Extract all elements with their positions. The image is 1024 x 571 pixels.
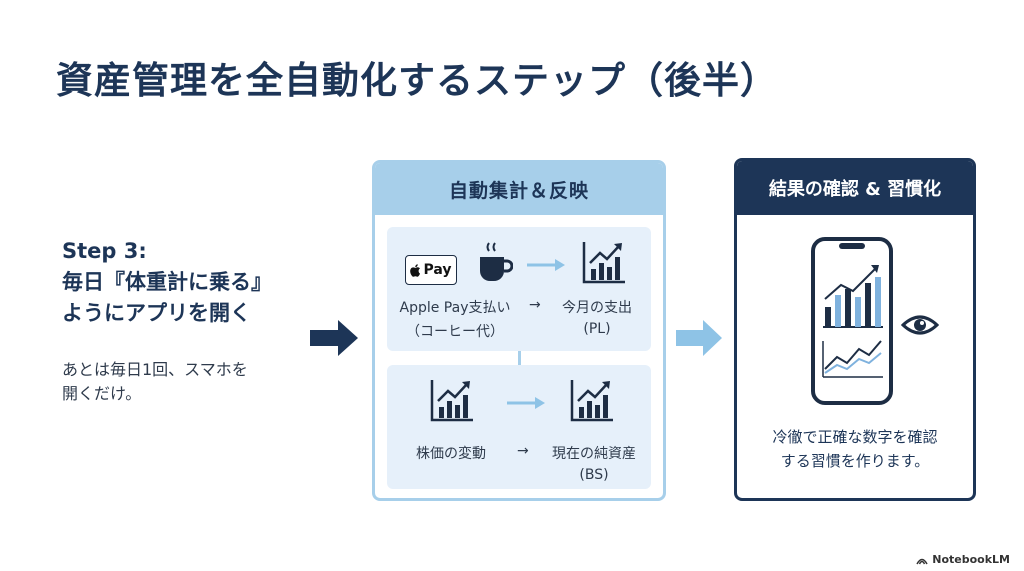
monthly-expense-label: 今月の支出: [562, 300, 632, 316]
smartphone-icon: [811, 237, 893, 405]
step-heading-line1: Step 3:: [62, 239, 147, 263]
flow-arrow-light-large-icon: [676, 320, 722, 356]
result-description: 冷徹で正確な数字を確認 する習慣を作ります。: [737, 425, 973, 473]
result-habit-box: 結果の確認 & 習慣化 冷徹で正確な数字を確認 する習慣を作ります。: [734, 158, 976, 501]
step-heading-line3: ようにアプリを開く: [62, 301, 251, 325]
net-assets-label: 現在の純資産: [552, 446, 636, 462]
net-assets-target: 現在の純資産 (BS): [539, 443, 649, 483]
apple-pay-source: Apple Pay支払い （コーヒー代）: [393, 297, 517, 341]
step-description: あとは毎日1回、スマホを 開くだけ。: [62, 358, 248, 406]
brand-label: NotebookLM: [932, 553, 1010, 566]
row2-arrow-text: →: [517, 443, 529, 459]
flow-arrow-dark-icon: [310, 320, 358, 356]
stock-price-label: 株価の変動: [416, 446, 486, 462]
page-title: 資産管理を全自動化するステップ（後半）: [56, 59, 778, 102]
flow-arrow-light-icon: [507, 397, 545, 409]
brand-watermark: NotebookLM: [916, 553, 1010, 566]
row1-arrow-text: →: [529, 297, 541, 313]
apple-pay-panel: Pay Apple Pay支払い （コーヒー代） →: [387, 227, 651, 351]
coffee-label: （コーヒー代）: [406, 324, 504, 340]
stock-price-panel: 株価の変動 → 現在の純資産 (BS): [387, 365, 651, 489]
notebooklm-logo-icon: [916, 558, 928, 564]
chart-growth-icon: [582, 242, 625, 284]
result-box-header: 結果の確認 & 習慣化: [737, 161, 973, 215]
eye-icon: [901, 315, 939, 335]
chart-growth-icon: [570, 380, 613, 422]
bs-label: (BS): [579, 467, 609, 483]
apple-pay-badge: Pay: [405, 255, 457, 285]
apple-logo-icon: [410, 263, 421, 277]
step-heading-line2: 毎日『体重計に乗る』: [62, 270, 272, 294]
result-line1: 冷徹で正確な数字を確認: [772, 428, 938, 446]
chart-growth-icon: [430, 380, 473, 422]
apple-pay-label: Apple Pay支払い: [399, 300, 511, 316]
expense-target: 今月の支出 (PL): [547, 297, 647, 337]
auto-box-header: 自動集計＆反映: [375, 163, 663, 215]
panel-connector: [518, 351, 521, 365]
pl-label: (PL): [583, 321, 611, 337]
step-heading: Step 3: 毎日『体重計に乗る』 ようにアプリを開く: [62, 236, 272, 329]
auto-aggregation-box: 自動集計＆反映 Pay: [372, 160, 666, 501]
step-desc-line2: 開くだけ。: [62, 384, 142, 403]
step-desc-line1: あとは毎日1回、スマホを: [62, 360, 248, 379]
result-line2: する習慣を作ります。: [780, 452, 930, 470]
apple-pay-badge-text: Pay: [423, 262, 452, 278]
flow-arrow-light-icon: [527, 259, 565, 271]
coffee-cup-icon: [480, 242, 513, 281]
